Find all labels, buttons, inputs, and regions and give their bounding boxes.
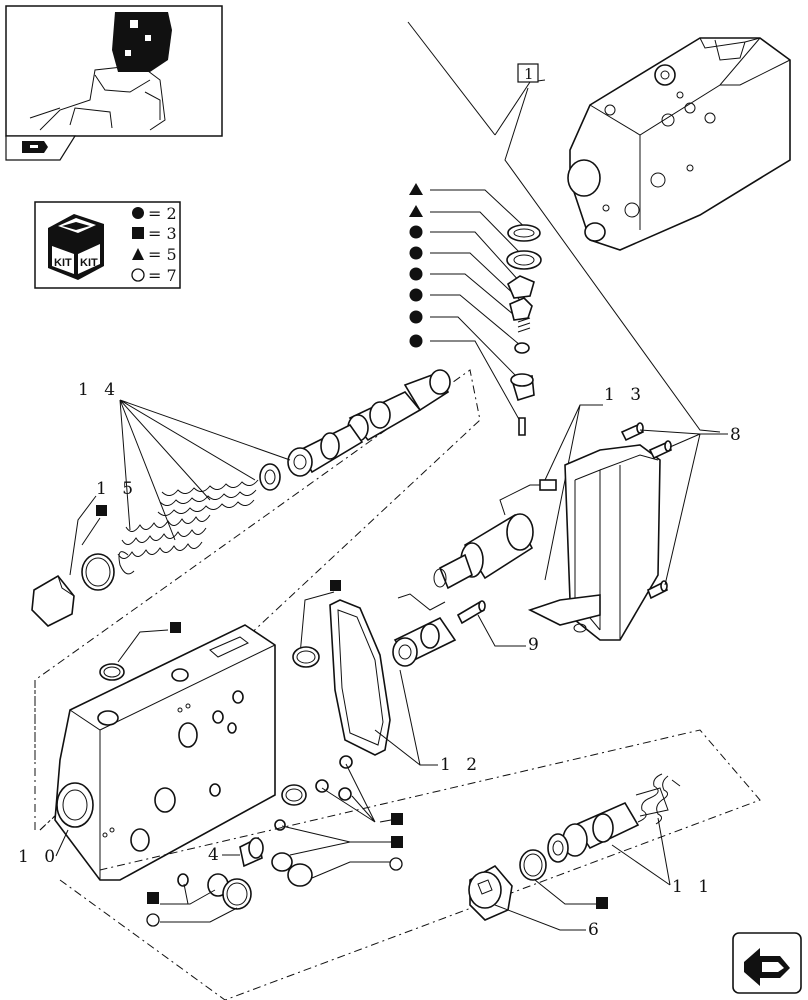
callout-4: 4 [208, 845, 224, 865]
valve-section-assembly[interactable] [567, 37, 791, 251]
callout-12: 1 2 [440, 755, 482, 775]
kit-legend: KIT KIT = 2 = 3 = 5 = 7 [34, 201, 181, 289]
legend-square-count: = 3 [148, 224, 177, 243]
plunger-12[interactable] [392, 593, 457, 667]
plug-4[interactable] [239, 836, 264, 868]
solenoid-13[interactable] [433, 479, 557, 590]
legend-triangle-count: = 5 [148, 245, 177, 264]
screw-8b[interactable] [648, 440, 673, 460]
screw-9[interactable] [456, 600, 486, 625]
navigation-arrow-icon[interactable] [732, 932, 802, 994]
filled-triangle-symbol [132, 248, 144, 260]
callout-11: 1 1 [672, 877, 714, 897]
locator-thumbnail[interactable] [5, 5, 223, 161]
end-cap-15[interactable] [31, 574, 75, 627]
relief-axis-dashed [59, 729, 761, 1000]
spool-axis-dashed [34, 369, 481, 831]
legend-open-circle-count: = 7 [148, 266, 177, 285]
relief-cap-6[interactable] [468, 864, 513, 921]
callout-6: 6 [588, 920, 604, 940]
reference-line [407, 21, 496, 136]
callout-15: 1 5 [96, 479, 138, 499]
body-o-rings[interactable] [177, 755, 353, 910]
reference-box-label: 1 [524, 65, 534, 83]
callout-9: 9 [528, 635, 544, 655]
cover-plate[interactable] [527, 444, 661, 641]
main-spool[interactable] [287, 369, 451, 477]
o-ring-gasket[interactable] [292, 646, 320, 668]
callout-14: 1 4 [78, 380, 120, 400]
callout-8: 8 [730, 425, 746, 445]
relief-poppet[interactable] [547, 801, 640, 863]
legend-circle-count: = 2 [148, 204, 177, 223]
kit-label-right: KIT [80, 257, 98, 269]
outer-spring[interactable] [157, 479, 259, 516]
valve-body-10[interactable] [54, 624, 276, 881]
spring-washer[interactable] [259, 463, 281, 491]
kit-symbol-column [409, 183, 423, 348]
inner-spring[interactable] [117, 514, 211, 559]
relief-spring[interactable] [635, 773, 681, 825]
callout-10: 1 0 [18, 847, 60, 867]
callout-13: 1 3 [604, 385, 646, 405]
o-ring-15[interactable] [81, 553, 115, 591]
screw-8c[interactable] [646, 580, 669, 600]
kit-label-left: KIT [54, 257, 72, 269]
filled-square-symbol [132, 227, 144, 239]
open-circle-symbol [131, 268, 145, 282]
gasket-12[interactable] [329, 599, 391, 756]
filled-circle-symbol [132, 207, 144, 219]
spool-small-parts[interactable] [506, 224, 542, 436]
book-arrow-icon [22, 141, 48, 153]
reference-box [517, 63, 539, 83]
snap-ring[interactable] [118, 551, 135, 575]
o-ring-top[interactable] [99, 663, 125, 681]
screw-8a[interactable] [620, 422, 645, 442]
kit-box-icon: KIT KIT [48, 214, 104, 280]
